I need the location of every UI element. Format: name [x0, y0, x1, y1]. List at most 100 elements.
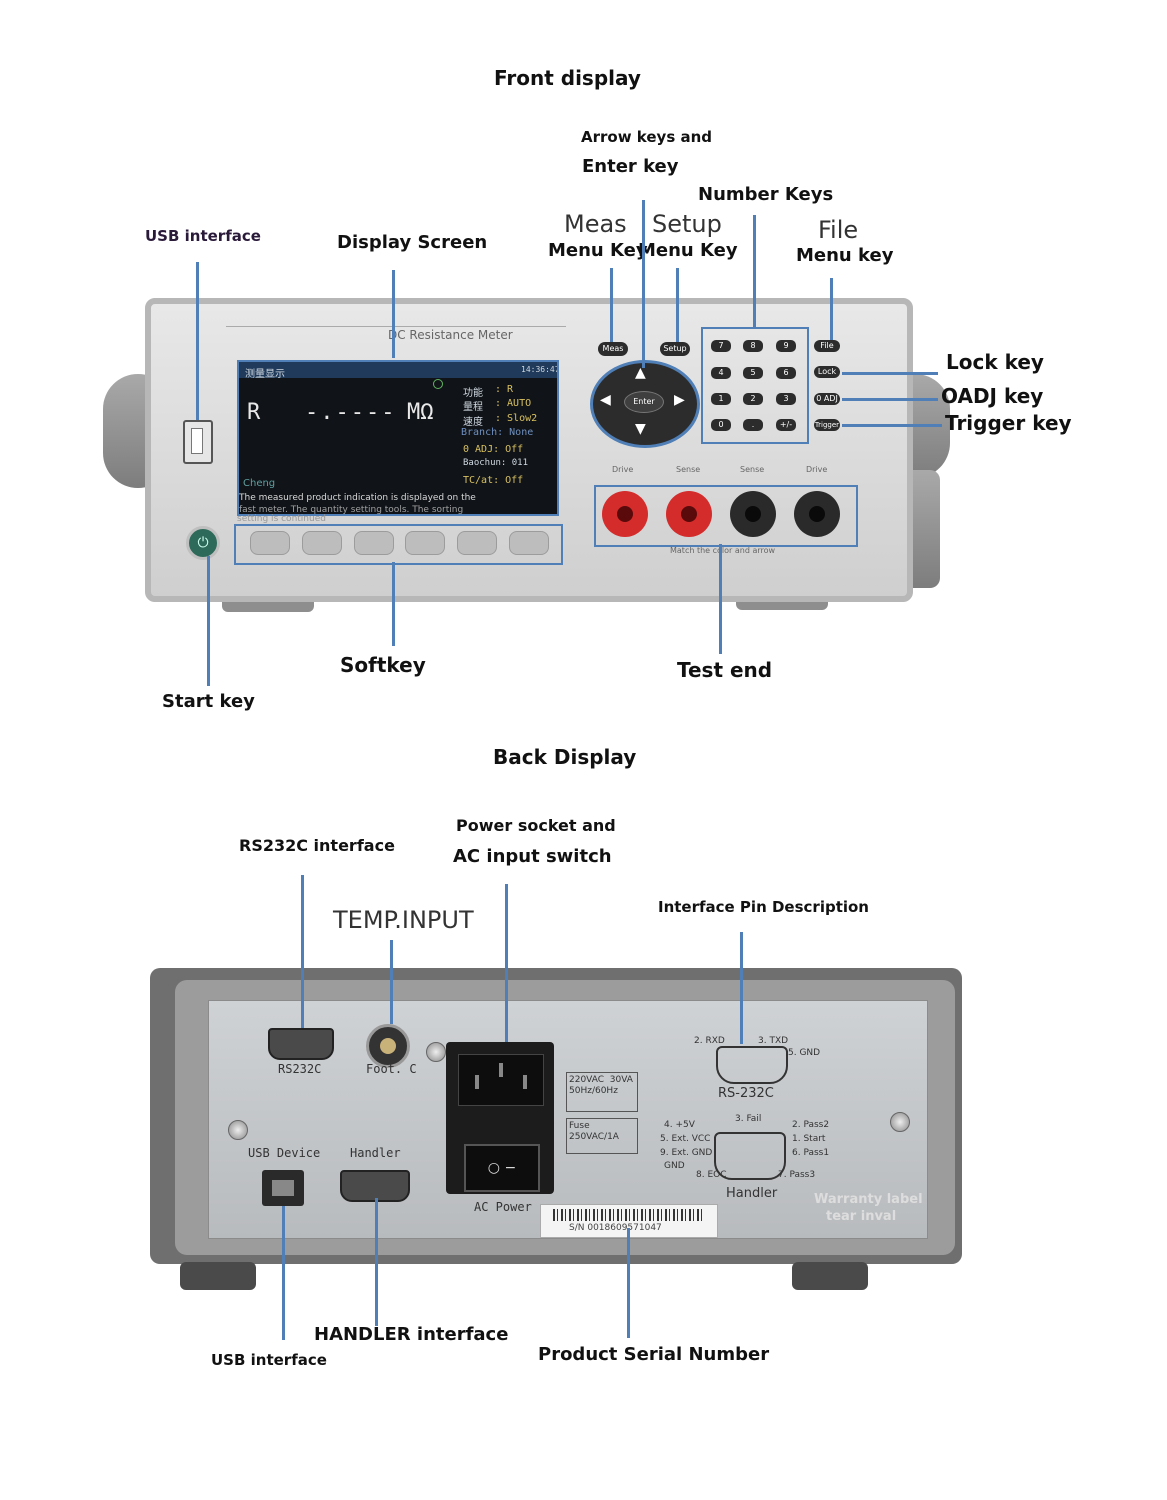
num-key-9[interactable]: 9 — [776, 340, 796, 352]
callout-back-usb-interface: USB interface — [211, 1351, 327, 1369]
screen-note-line-1: The measured product indication is displ… — [239, 493, 476, 503]
callout-trigger-key: Trigger key — [945, 411, 1072, 435]
ac-power-switch[interactable]: ○ − — [464, 1144, 540, 1192]
softkey-2[interactable] — [302, 531, 342, 555]
screen-note-line-2: fast meter. The quantity setting tools. … — [239, 505, 464, 515]
callout-meas-title: Meas — [564, 210, 627, 238]
num-key-5[interactable]: 5 — [743, 367, 763, 379]
softkey-1[interactable] — [250, 531, 290, 555]
callout-power-line2: AC input switch — [453, 846, 612, 867]
ac-inlet-pin — [523, 1075, 527, 1089]
handler-pin-fail: 3. Fail — [735, 1114, 762, 1124]
jack-label-sense-1: Sense — [676, 465, 701, 474]
callout-serial-number: Product Serial Number — [538, 1344, 770, 1365]
screw — [228, 1120, 248, 1140]
num-key-dot[interactable]: . — [743, 419, 763, 431]
num-key-7[interactable]: 7 — [711, 340, 731, 352]
ac-inlet[interactable] — [458, 1054, 544, 1106]
callout-pin-description: Interface Pin Description — [658, 898, 869, 916]
softkey-5[interactable] — [457, 531, 497, 555]
foot-port-label: Foot. C — [366, 1062, 417, 1076]
oadj-button[interactable]: 0 ADJ — [814, 393, 840, 405]
callout-setup-title: Setup — [652, 210, 722, 238]
num-key-sign[interactable]: +/- — [776, 419, 796, 431]
fuse-rating-box: Fuse 250VAC/1A — [566, 1118, 638, 1154]
leader-softkey — [392, 562, 395, 646]
leader-pin-description — [740, 932, 743, 1044]
start-power-button[interactable]: ⏻ — [186, 526, 220, 560]
arrow-right-key[interactable]: ▶ — [674, 392, 685, 408]
callout-file-title: File — [818, 216, 859, 244]
arrow-up-key[interactable]: ▲ — [635, 365, 646, 381]
screen-param-value-1: : R — [495, 384, 514, 395]
num-key-4[interactable]: 4 — [711, 367, 731, 379]
setup-button[interactable]: Setup — [660, 342, 690, 356]
rs232-pin-gnd: 5. GND — [788, 1048, 821, 1058]
test-jack-sense-high[interactable] — [666, 491, 712, 537]
callout-test-end: Test end — [677, 658, 773, 682]
callout-temp-input: TEMP.INPUT — [333, 906, 474, 934]
foot-switch-jack[interactable] — [366, 1024, 410, 1068]
num-key-3[interactable]: 3 — [776, 393, 796, 405]
warranty-label-line1: Warranty label — [814, 1192, 923, 1207]
handler-port-label: Handler — [350, 1146, 401, 1160]
test-jack-sense-low[interactable] — [730, 491, 776, 537]
usb-device-label: USB Device — [248, 1146, 321, 1160]
jack-label-sense-2: Sense — [740, 465, 765, 474]
callout-lock-key: Lock key — [946, 350, 1044, 374]
softkey-6[interactable] — [509, 531, 549, 555]
screen-title-bar — [239, 362, 557, 378]
display-screen: 测量显示 14:36:47 R -.---- MΩ 功能 : R 量程 : AU… — [237, 360, 559, 516]
arrow-down-key[interactable]: ▼ — [635, 421, 646, 437]
lock-button[interactable]: Lock — [814, 366, 840, 378]
callout-display-screen: Display Screen — [337, 232, 488, 253]
softkey-4[interactable] — [405, 531, 445, 555]
num-key-1[interactable]: 1 — [711, 393, 731, 405]
num-key-8[interactable]: 8 — [743, 340, 763, 352]
softkey-3[interactable] — [354, 531, 394, 555]
handler-pin-diagram — [714, 1132, 786, 1180]
leader-serial — [627, 1228, 630, 1338]
callout-meas-menu-key: Menu Key — [548, 240, 648, 261]
leader-back-usb — [282, 1206, 285, 1340]
leader-usb — [196, 262, 199, 420]
leader-oadj — [842, 398, 938, 401]
warranty-label-line2: tear inval — [826, 1209, 897, 1224]
num-key-6[interactable]: 6 — [776, 367, 796, 379]
callout-start-key: Start key — [162, 691, 255, 712]
rs232c-port-label: RS232C — [278, 1062, 322, 1076]
power-icon: ⏻ — [197, 535, 209, 551]
callout-arrow-keys-line1: Arrow keys and — [581, 128, 713, 146]
screen-function-symbol: R — [247, 400, 261, 425]
usb-port[interactable] — [183, 420, 213, 464]
leader-start-key — [207, 556, 210, 686]
callout-rs232c-interface: RS232C interface — [239, 836, 395, 855]
arrow-left-key[interactable]: ◀ — [600, 392, 611, 408]
rs232c-port[interactable] — [268, 1028, 334, 1060]
jack-label-drive-2: Drive — [806, 465, 828, 474]
front-display-heading: Front display — [494, 66, 641, 90]
leader-file — [830, 278, 833, 340]
num-key-0[interactable]: 0 — [711, 419, 731, 431]
leader-meas — [610, 268, 613, 342]
handler-port[interactable] — [340, 1170, 410, 1202]
num-key-2[interactable]: 2 — [743, 393, 763, 405]
test-jack-drive-high[interactable] — [602, 491, 648, 537]
usb-device-port-slot — [272, 1180, 294, 1196]
callout-handler-interface: HANDLER interface — [314, 1324, 509, 1345]
model-strip — [226, 326, 566, 345]
screen-unit: MΩ — [407, 400, 434, 425]
test-jack-drive-low[interactable] — [794, 491, 840, 537]
handler-pin-start: 1. Start — [792, 1134, 826, 1144]
usb-device-port[interactable] — [262, 1170, 304, 1206]
meas-button[interactable]: Meas — [598, 342, 628, 356]
enter-key[interactable]: Enter — [624, 391, 664, 413]
callout-number-keys: Number Keys — [698, 184, 834, 205]
rs232-pin-rxd: 2. RXD — [694, 1036, 725, 1046]
trigger-button[interactable]: Trigger — [814, 419, 840, 431]
handler-pin-eoc: 8. EOC — [696, 1170, 727, 1180]
screen-param-value-3: : Slow2 — [495, 413, 538, 424]
leader-number-keys — [753, 215, 756, 327]
file-button[interactable]: File — [814, 340, 840, 352]
screen-zero-adj: 0 ADJ: Off — [463, 444, 524, 455]
